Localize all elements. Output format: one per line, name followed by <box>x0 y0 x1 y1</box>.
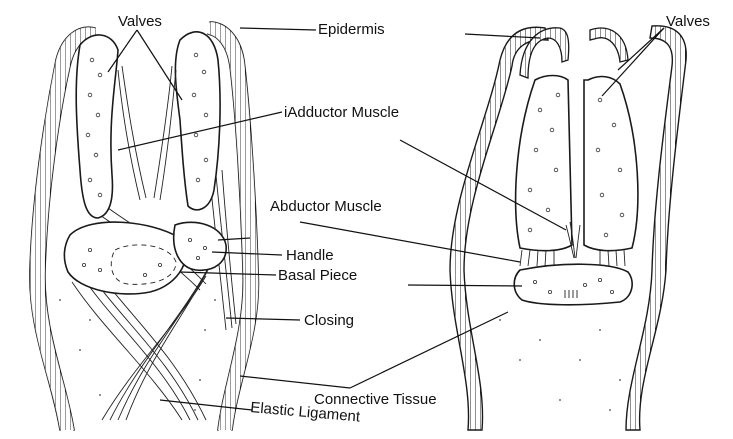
left-handle <box>174 222 226 270</box>
right-figure <box>450 26 686 430</box>
label-basal-piece: Basal Piece <box>278 267 357 284</box>
left-basal-piece <box>64 222 186 294</box>
right-valve-tips <box>520 28 628 78</box>
label-closing: Closing <box>304 312 354 329</box>
label-adductor-text: Adductor Muscle <box>287 104 399 121</box>
label-epidermis: Epidermis <box>318 21 385 38</box>
right-connective-speckles <box>499 319 621 411</box>
left-figure <box>30 22 259 430</box>
label-valves-right: Valves <box>666 13 710 30</box>
label-abductor-muscle: Abductor Muscle <box>270 198 382 215</box>
right-basal-piece <box>514 264 632 305</box>
right-valve-2 <box>584 77 638 251</box>
label-valves-left: Valves <box>118 13 162 30</box>
left-valve-2 <box>175 32 220 210</box>
right-valve-1 <box>516 76 572 251</box>
left-valve-1 <box>76 35 118 218</box>
label-handle: Handle <box>286 247 334 264</box>
label-adductor-muscle: iAdductor Muscle <box>284 104 399 121</box>
left-adductor-fibres <box>118 66 176 200</box>
